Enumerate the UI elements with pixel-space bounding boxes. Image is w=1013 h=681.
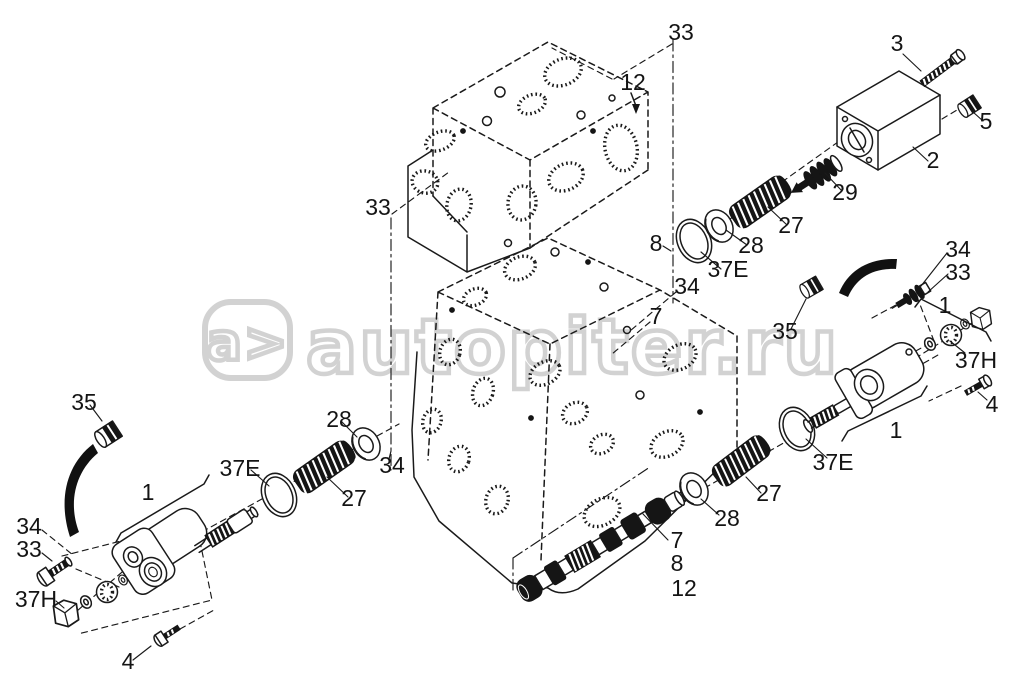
part-label-7-bottom: 7 <box>671 527 684 553</box>
part-label-29-poppet: 29 <box>832 179 858 205</box>
part-label-5-plug: 5 <box>980 108 993 134</box>
leader-lines <box>41 53 988 661</box>
left-end-cap-assembly <box>36 420 387 647</box>
right-end-cap-assembly <box>772 258 993 458</box>
plug-5 <box>955 94 982 120</box>
bottom-spool-assembly <box>516 431 775 602</box>
part-label-33-right: 33 <box>945 259 971 285</box>
spool-end-left <box>194 506 259 554</box>
hex-plug-37H-left <box>52 599 80 628</box>
part-label-28-top-right: 28 <box>738 232 764 258</box>
part-label-27-bottom: 27 <box>756 480 782 506</box>
bracket-1-right-bottom <box>841 385 928 442</box>
bolt-3 <box>919 48 966 88</box>
part-label-12-bottom: 12 <box>671 575 697 601</box>
part-label-33-left: 33 <box>365 194 391 220</box>
watermark: a> autopiter.ru <box>202 299 840 393</box>
part-label-37E-right: 37E <box>813 449 854 475</box>
part-label-34-bottom-left: 34 <box>16 513 42 539</box>
watermark-site: autopiter.ru <box>306 302 839 391</box>
end-cap-1-right <box>834 342 925 420</box>
part-label-1-left: 1 <box>142 479 155 505</box>
part-label-1-right-top: 1 <box>939 292 952 318</box>
part-label-35-right: 35 <box>772 318 798 344</box>
part-label-8-bottom: 8 <box>671 550 684 576</box>
part-label-35-left: 35 <box>71 389 97 415</box>
part-label-33-bottom-left: 33 <box>16 536 42 562</box>
watermark-logo-box <box>202 299 293 381</box>
spool-7-8-12 <box>516 490 688 602</box>
bolt-33-left <box>36 556 73 587</box>
plug-35-left <box>91 420 124 450</box>
callout-labels: 331232529272837E834733352837E27341343337… <box>15 19 999 674</box>
part-label-37E-left: 37E <box>220 455 261 481</box>
end-block-2 <box>836 70 941 171</box>
valve-33-right <box>891 281 932 309</box>
part-label-2-block: 2 <box>927 147 940 173</box>
poppet-37H-left <box>94 579 120 605</box>
part-label-4-left: 4 <box>122 648 135 674</box>
part-label-27-top-right: 27 <box>778 212 804 238</box>
part-label-27-left: 27 <box>341 485 367 511</box>
part-label-12-top: 12 <box>620 69 646 95</box>
bolt-4-left <box>153 624 181 647</box>
part-label-37H-left: 37H <box>15 586 57 612</box>
part-label-8-top: 8 <box>650 230 663 256</box>
bracket-1-left <box>115 474 210 543</box>
main-valve-body <box>411 237 738 594</box>
port <box>543 56 583 88</box>
bracket-1-right-top <box>914 298 992 342</box>
plug-35-right <box>797 275 824 301</box>
curved-arrow-right <box>839 258 897 297</box>
part-label-4-right: 4 <box>986 391 999 417</box>
watermark-logo: a> <box>207 313 290 373</box>
part-label-28-left: 28 <box>326 406 352 432</box>
end-cap-1-left <box>111 507 208 596</box>
curved-arrow-left <box>64 444 98 537</box>
part-label-3-bolt: 3 <box>891 30 904 56</box>
poppet-29 <box>790 154 843 193</box>
relief-valve-assembly <box>669 48 982 270</box>
part-label-28-bottom: 28 <box>714 505 740 531</box>
part-label-7-mid: 7 <box>650 303 663 329</box>
part-label-37H-right: 37H <box>955 347 997 373</box>
part-label-34-mid-right: 34 <box>674 273 700 299</box>
label-12-arrow <box>630 92 637 107</box>
part-label-34-right: 34 <box>945 236 971 262</box>
part-label-37E-top-right: 37E <box>708 256 749 282</box>
upper-valve-section <box>407 41 649 273</box>
part-label-1-right-bottom: 1 <box>890 417 903 443</box>
part-label-33-top: 33 <box>668 19 694 45</box>
bolt-4-right <box>963 374 993 396</box>
part-label-34-body: 34 <box>379 452 405 478</box>
